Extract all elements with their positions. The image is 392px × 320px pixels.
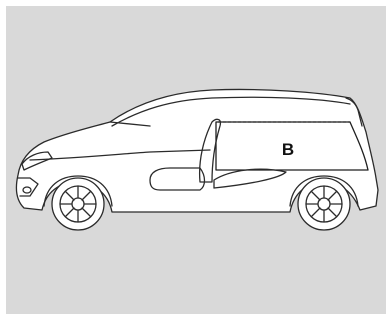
front-wheel [52, 178, 104, 230]
cargo-zone-label: B [282, 140, 294, 159]
rear-wheel [298, 178, 350, 230]
